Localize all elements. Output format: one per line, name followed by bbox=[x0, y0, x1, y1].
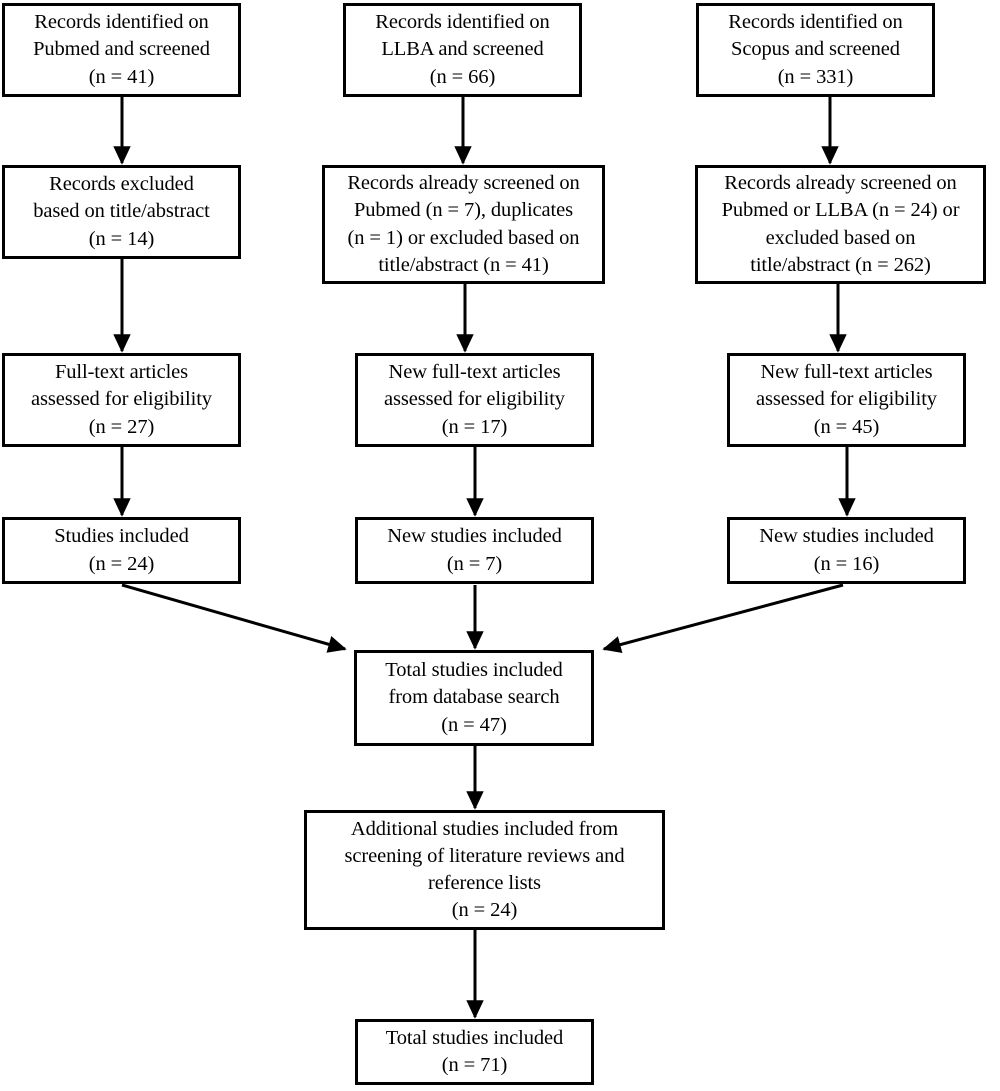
flow-box-additional-studies: Additional studies included from screeni… bbox=[304, 810, 665, 930]
flow-box-llba-excluded: Records already screened on Pubmed (n = … bbox=[322, 165, 605, 284]
flow-box-total-database: Total studies included from database sea… bbox=[354, 650, 594, 746]
flow-box-scopus-identified: Records identified on Scopus and screene… bbox=[696, 3, 935, 97]
flow-box-pubmed-identified: Records identified on Pubmed and screene… bbox=[2, 3, 241, 97]
flow-box-pubmed-fulltext: Full-text articles assessed for eligibil… bbox=[2, 353, 241, 447]
flow-box-llba-included: New studies included (n = 7) bbox=[355, 517, 594, 584]
arrow-scopus-to-total bbox=[602, 583, 844, 654]
flow-box-scopus-fulltext: New full-text articles assessed for elig… bbox=[727, 353, 966, 447]
flow-box-pubmed-excluded: Records excluded based on title/abstract… bbox=[2, 165, 241, 259]
flow-box-pubmed-included: Studies included (n = 24) bbox=[2, 517, 241, 584]
arrow-pubmed-to-total bbox=[121, 583, 347, 653]
flow-box-llba-fulltext: New full-text articles assessed for elig… bbox=[355, 353, 594, 447]
flow-box-scopus-excluded: Records already screened on Pubmed or LL… bbox=[695, 165, 986, 284]
flow-box-total-included: Total studies included (n = 71) bbox=[355, 1019, 594, 1085]
flow-box-scopus-included: New studies included (n = 16) bbox=[727, 517, 966, 584]
flow-box-llba-identified: Records identified on LLBA and screened … bbox=[343, 3, 582, 97]
